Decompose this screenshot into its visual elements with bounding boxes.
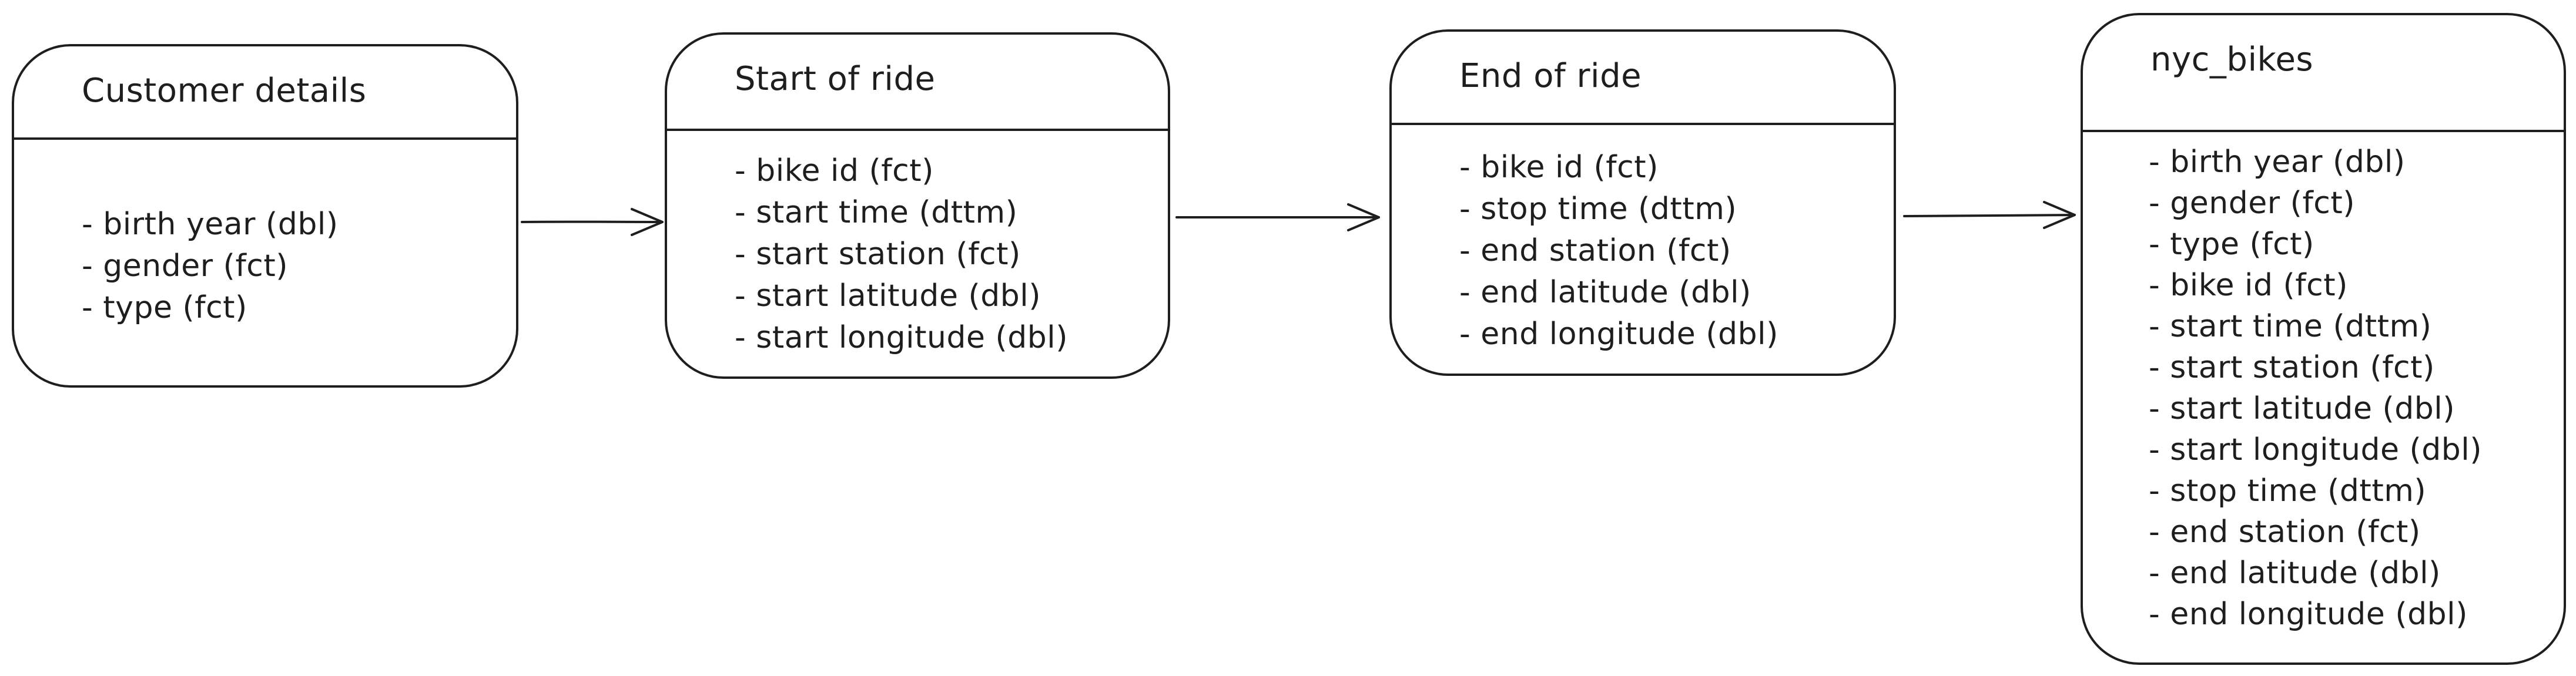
arrow-shaft	[1903, 214, 2076, 217]
table-start-of-ride: Start of ride - bike id (fct) - start ti…	[665, 32, 1170, 379]
table-customer-details: Customer details - birth year (dbl) - ge…	[12, 44, 518, 388]
table-divider	[667, 129, 1168, 131]
field-item: - bike id (fct)	[1459, 150, 1659, 185]
field-item: - end latitude (dbl)	[1459, 275, 1751, 310]
field-item: - start time (dttm)	[2149, 309, 2432, 344]
field-item: - type (fct)	[82, 290, 247, 325]
field-list: - bike id (fct) - stop time (dttm) - end…	[1459, 147, 1778, 355]
field-item: - end longitude (dbl)	[2149, 597, 2468, 632]
table-title: nyc_bikes	[2150, 41, 2314, 79]
field-list: - birth year (dbl) - gender (fct) - type…	[82, 204, 339, 329]
field-item: - end latitude (dbl)	[2149, 556, 2441, 591]
field-item: - start time (dttm)	[735, 195, 1018, 230]
field-item: - birth year (dbl)	[2149, 144, 2406, 180]
table-title: Start of ride	[735, 60, 936, 98]
field-item: - bike id (fct)	[2149, 268, 2348, 303]
field-item: - gender (fct)	[2149, 186, 2356, 221]
field-list: - bike id (fct) - start time (dttm) - st…	[735, 150, 1068, 359]
field-item: - bike id (fct)	[735, 153, 934, 189]
table-divider	[2083, 130, 2564, 132]
field-list: - birth year (dbl) - gender (fct) - type…	[2149, 142, 2482, 635]
arrow-customer-to-start	[521, 208, 664, 236]
field-item: - start station (fct)	[735, 237, 1021, 272]
field-item: - end station (fct)	[2149, 514, 2421, 550]
arrow-head	[631, 208, 664, 236]
field-item: - start latitude (dbl)	[735, 278, 1041, 314]
table-end-of-ride: End of ride - bike id (fct) - stop time …	[1389, 29, 1896, 376]
arrow-head	[1347, 203, 1380, 231]
table-divider	[1392, 123, 1894, 125]
field-item: - stop time (dttm)	[2149, 473, 2427, 509]
field-item: - stop time (dttm)	[1459, 191, 1737, 227]
field-item: - end longitude (dbl)	[1459, 317, 1778, 352]
table-title: Customer details	[82, 72, 367, 110]
field-item: - gender (fct)	[82, 248, 289, 284]
field-item: - start latitude (dbl)	[2149, 391, 2455, 426]
arrow-head	[2043, 201, 2076, 229]
field-item: - end station (fct)	[1459, 233, 1731, 268]
arrow-start-to-end	[1175, 203, 1380, 231]
table-nyc-bikes: nyc_bikes - birth year (dbl) - gender (f…	[2081, 13, 2566, 665]
arrow-end-to-nyc	[1903, 201, 2076, 229]
field-item: - birth year (dbl)	[82, 207, 339, 242]
field-item: - start station (fct)	[2149, 350, 2435, 385]
table-divider	[14, 137, 516, 140]
table-title: End of ride	[1459, 57, 1642, 95]
field-item: - start longitude (dbl)	[2149, 432, 2483, 468]
field-item: - type (fct)	[2149, 227, 2314, 262]
field-item: - start longitude (dbl)	[735, 320, 1068, 355]
